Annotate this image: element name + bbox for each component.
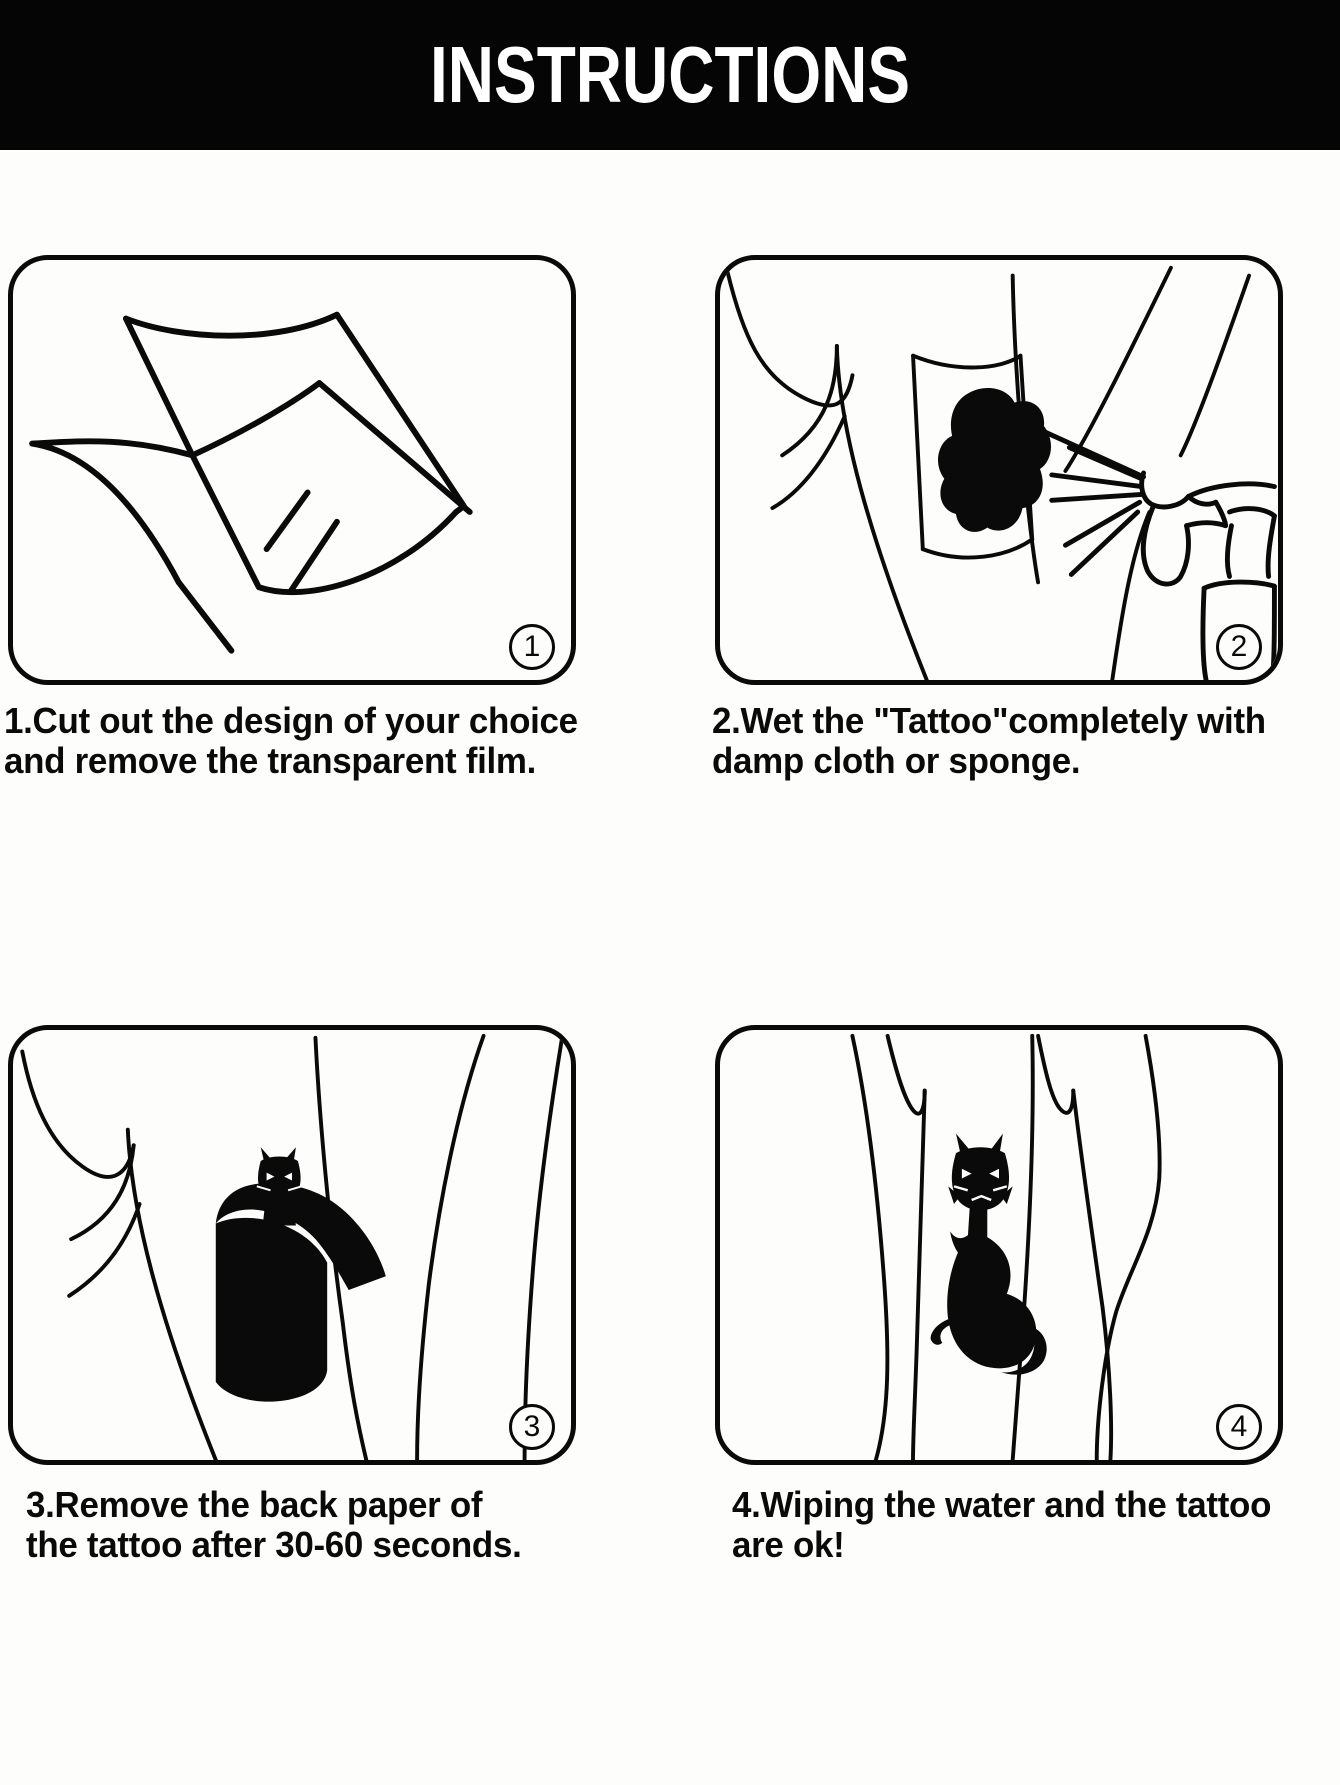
page-title: INSTRUCTIONS: [430, 30, 910, 119]
spray-bottle-wetting-tattoo-icon: [725, 265, 1277, 680]
step-3-illustration-panel: 3: [8, 1025, 576, 1465]
step-1: 1 1.Cut out the design of your choice an…: [0, 150, 670, 930]
sheet-with-transparent-film-icon: [29, 311, 473, 654]
step-4-number-badge: 4: [1216, 1404, 1262, 1450]
peeling-back-paper-icon: [20, 1033, 564, 1460]
step-3-caption: 3.Remove the back paper of the tattoo af…: [26, 1484, 522, 1566]
cat-whiskers: [953, 1185, 1008, 1202]
step-2-illustration-panel: 2: [715, 255, 1283, 685]
backing-paper-body: [215, 1217, 328, 1402]
step-4: 4 4.Wiping the water and the tattoo are …: [670, 930, 1340, 1710]
cat-whiskers: [256, 1185, 303, 1192]
step-1-number-badge: 1: [509, 624, 555, 670]
finished-cat-tattoo-icon: [850, 1033, 1162, 1460]
step-1-caption: 1.Cut out the design of your choice and …: [4, 700, 578, 782]
step-2: 2 2.Wet the "Tattoo"completely with damp…: [670, 150, 1340, 930]
cat-eyes: [266, 1172, 292, 1181]
steps-grid: 1 1.Cut out the design of your choice an…: [0, 150, 1340, 1785]
cat-eyes: [961, 1168, 999, 1179]
curled-paper-flap: [215, 1182, 386, 1290]
step-3: 3 3.Remove the back paper of the tattoo …: [0, 930, 670, 1710]
cat-tattoo-icon: [930, 1133, 1047, 1375]
cat-head-icon: [258, 1147, 301, 1226]
step-3-number-badge: 3: [509, 1404, 555, 1450]
header-bar: INSTRUCTIONS: [0, 0, 1340, 150]
step-4-caption: 4.Wiping the water and the tattoo are ok…: [732, 1484, 1272, 1566]
step-1-illustration-panel: 1: [8, 255, 576, 685]
step-4-illustration-panel: 4: [715, 1025, 1283, 1465]
step-2-caption: 2.Wet the "Tattoo"completely with damp c…: [712, 700, 1266, 782]
tattoo-blob: [938, 387, 1052, 532]
step-2-number-badge: 2: [1216, 624, 1262, 670]
